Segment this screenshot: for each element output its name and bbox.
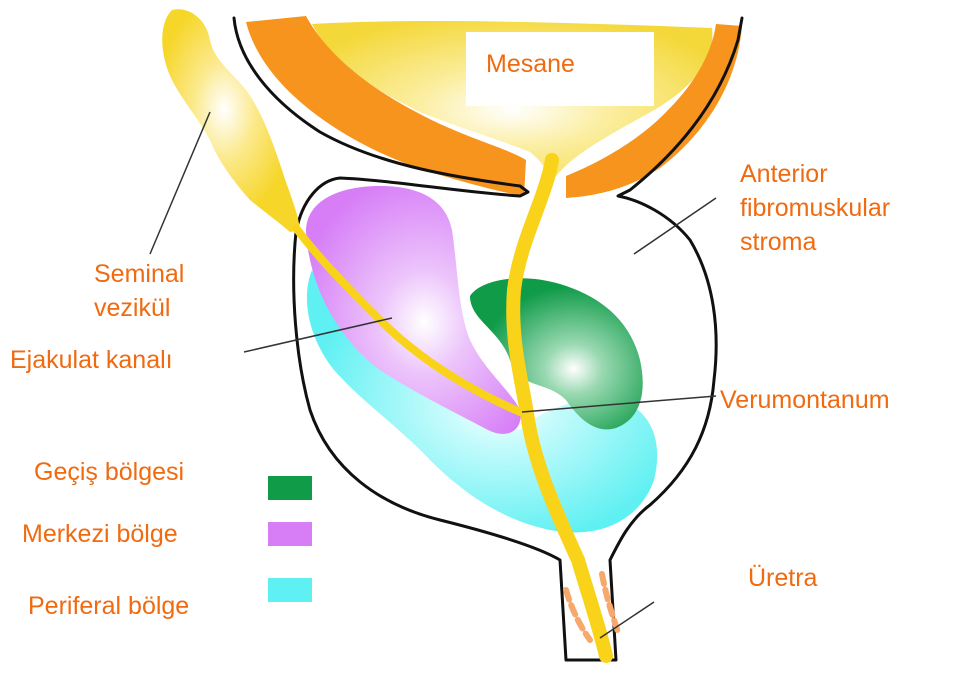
verumontanum-label: Verumontanum [720,386,890,415]
bladder-label: Mesane [486,50,575,79]
peripheral-zone-swatch [268,578,312,602]
seminal-label-line-2: vezikül [94,294,170,323]
transition-zone-swatch [268,476,312,500]
ejaculatory-label: Ejakulat kanalı [10,346,173,375]
legend-label-peripheral: Periferal bölge [28,592,189,621]
leader-seminal [150,112,210,254]
anterior-label-line-1: Anterior [740,160,828,189]
central-zone-swatch [268,522,312,546]
anterior-label-line-3: stroma [740,228,816,257]
seminal-label-line-1: Seminal [94,260,184,289]
anterior-label-line-2: fibromuskular [740,194,890,223]
urethra-label: Üretra [748,564,817,593]
legend-label-transition: Geçiş bölgesi [34,458,184,487]
legend-label-central: Merkezi bölge [22,520,178,549]
